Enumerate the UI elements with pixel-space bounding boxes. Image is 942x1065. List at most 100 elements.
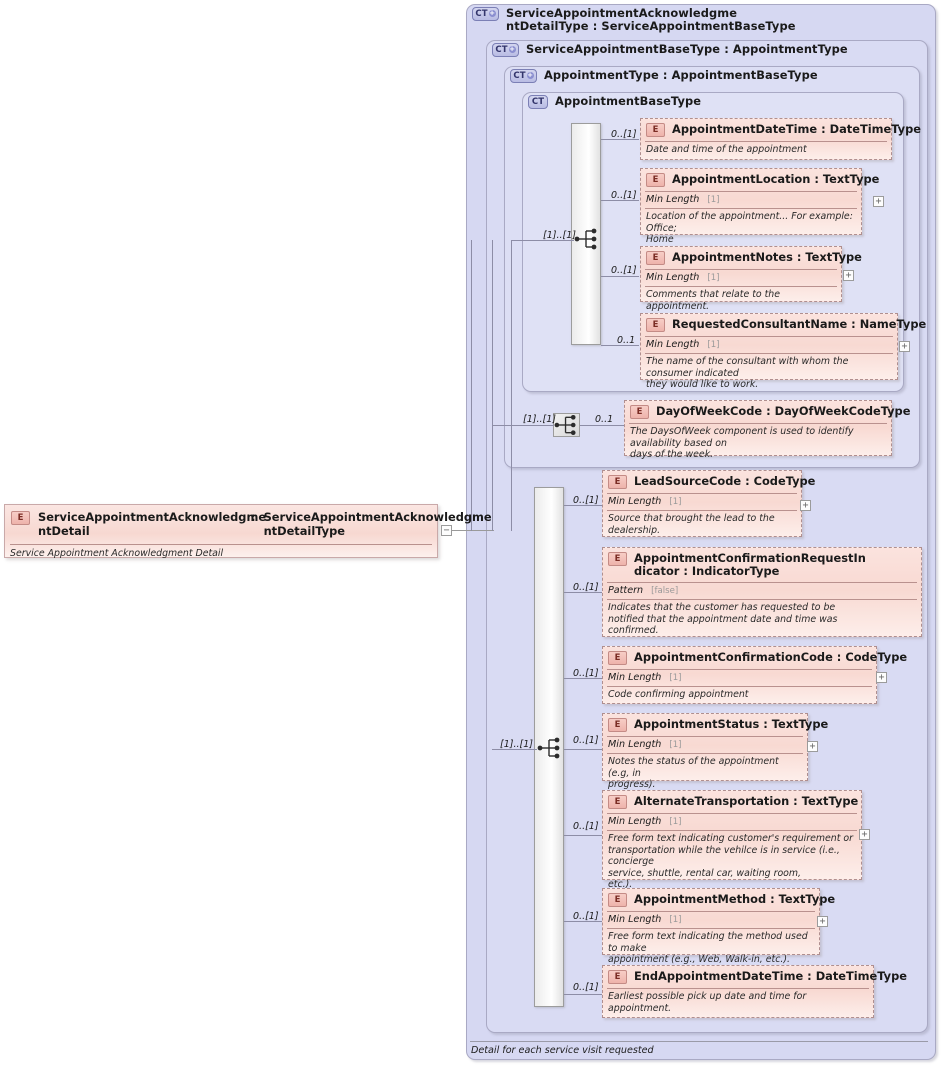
sequence-bar-appointment-base (571, 123, 601, 345)
element-description: Indicates that the customer has requeste… (608, 602, 838, 636)
branch-line (564, 749, 602, 750)
complex-type-icon[interactable]: CT (528, 95, 548, 109)
divider (607, 582, 917, 583)
divider (645, 208, 857, 209)
element-name-type: AppointmentConfirmationRequestIn dicator… (634, 551, 866, 578)
facet-label: Min Length (646, 272, 700, 283)
facet-value: [1] (669, 817, 682, 827)
root-element-description: Service Appointment Acknowledgment Detai… (10, 548, 224, 559)
expand-toggle-appointment-confirmation-code[interactable]: + (876, 672, 887, 683)
element-name-type: AppointmentLocation : TextType (672, 172, 880, 186)
complex-type-expand-icon[interactable]: CT+ (492, 43, 519, 57)
element-box-appointment-status[interactable]: E AppointmentStatus : TextType Min Lengt… (602, 713, 828, 790)
element-title: E AppointmentStatus : TextType (603, 714, 828, 736)
facet-value: [1] (669, 915, 682, 925)
group-header-appointment-type: CT+ AppointmentType : AppointmentBaseTyp… (510, 69, 818, 83)
group-label: ServiceAppointmentAcknowledgme ntDetailT… (506, 6, 796, 33)
divider (607, 911, 815, 912)
element-facet: Min Length [1] (603, 814, 861, 830)
cardinality-appointment-status: 0..[1] (573, 735, 599, 746)
element-box-appointment-location[interactable]: E AppointmentLocation : TextType Min Len… (640, 168, 879, 245)
element-facet: Min Length [1] (603, 737, 807, 753)
group-header-appointment-base-type: CT AppointmentBaseType (528, 95, 701, 109)
element-description: Earliest possible pick up date and time … (608, 991, 807, 1014)
element-name-type: AppointmentStatus : TextType (634, 717, 829, 731)
plus-icon: + (488, 9, 496, 17)
element-icon: E (608, 970, 627, 984)
facet-value: [1] (669, 497, 682, 507)
element-icon: E (11, 511, 30, 525)
cardinality-appointment-method: 0..[1] (573, 911, 599, 922)
divider (607, 928, 815, 929)
divider (607, 753, 803, 754)
element-box-appointment-confirmation-code[interactable]: E AppointmentConfirmationCode : CodeType… (602, 646, 907, 704)
cardinality-appointment-confirmation-request-indicator: 0..[1] (573, 582, 599, 593)
element-title: E EndAppointmentDateTime : DateTimeType (603, 966, 907, 988)
divider (607, 599, 917, 600)
branch-line (564, 678, 602, 679)
expand-toggle-appointment-notes[interactable]: + (843, 270, 854, 281)
facet-value: [1] (707, 195, 720, 205)
divider (645, 269, 837, 270)
facet-label: Min Length (608, 739, 662, 750)
complex-type-expand-icon[interactable]: CT+ (510, 69, 537, 83)
element-box-alternate-transportation[interactable]: E AlternateTransportation : TextType Min… (602, 790, 862, 890)
expand-toggle-appointment-method[interactable]: + (817, 916, 828, 927)
element-title: E AppointmentLocation : TextType (641, 169, 879, 191)
element-icon: E (608, 718, 627, 732)
divider (645, 336, 893, 337)
element-description: Free form text indicating the method use… (608, 931, 808, 965)
facet-value: [1] (669, 673, 682, 683)
plus-icon: + (508, 45, 516, 53)
element-box-end-appointment-date-time[interactable]: E EndAppointmentDateTime : DateTimeType … (602, 965, 907, 1018)
element-facet: Min Length [1] (603, 494, 801, 510)
element-description: The DaysOfWeek component is used to iden… (630, 426, 854, 460)
complex-type-expand-icon[interactable]: CT+ (472, 7, 499, 21)
root-element-box[interactable]: E ServiceAppointmentAcknowledgme ntDetai… (4, 504, 492, 559)
element-box-requested-consultant-name[interactable]: E RequestedConsultantName : NameType Min… (640, 313, 926, 390)
cardinality-end-appointment-date-time: 0..[1] (573, 982, 599, 993)
element-box-lead-source-code[interactable]: E LeadSourceCode : CodeType Min Length [… (602, 470, 815, 537)
expand-toggle-alternate-transportation[interactable]: + (859, 829, 870, 840)
connector-vertical-lvl2 (492, 240, 493, 531)
facet-label: Min Length (608, 672, 662, 683)
collapse-toggle-root[interactable]: − (441, 525, 452, 536)
element-box-appointment-method[interactable]: E AppointmentMethod : TextType Min Lengt… (602, 888, 835, 965)
cardinality-lead-source-code: 0..[1] (573, 495, 599, 506)
connector-seq3-in (492, 749, 537, 750)
element-icon: E (608, 893, 627, 907)
element-title: E LeadSourceCode : CodeType (603, 471, 815, 493)
group-label: AppointmentType : AppointmentBaseType (544, 68, 818, 82)
element-facet: Pattern [false] (603, 583, 921, 599)
element-box-appointment-notes[interactable]: E AppointmentNotes : TextType Min Length… (640, 246, 862, 312)
element-box-appointment-confirmation-request-indicator[interactable]: E AppointmentConfirmationRequestIn dicat… (602, 547, 922, 637)
divider (607, 736, 803, 737)
cardinality-sequence-2: [1]..[1] (523, 414, 556, 425)
element-facet: Min Length [1] (641, 192, 861, 208)
expand-toggle-requested-consultant-name[interactable]: + (899, 341, 910, 352)
element-icon: E (608, 552, 627, 566)
sequence-icon-3[interactable] (537, 737, 563, 759)
branch-line (601, 276, 639, 277)
element-facet: Min Length [1] (641, 337, 897, 353)
root-separator: : (251, 510, 256, 524)
element-box-appointment-date-time[interactable]: E AppointmentDateTime : DateTimeType Dat… (640, 118, 921, 160)
root-element-name: ServiceAppointmentAcknowledgme ntDetail (38, 510, 267, 538)
expand-toggle-appointment-status[interactable]: + (807, 741, 818, 752)
cardinality-day-of-week-code: 0..1 (595, 414, 614, 425)
divider (629, 423, 887, 424)
divider (607, 510, 797, 511)
facet-label: Min Length (608, 914, 662, 925)
element-name-type: AppointmentMethod : TextType (634, 892, 836, 906)
expand-toggle-appointment-location[interactable]: + (873, 196, 884, 207)
sequence-icon-1[interactable] (574, 228, 600, 250)
sequence-icon-2[interactable] (553, 413, 580, 437)
divider (607, 988, 869, 989)
facet-label: Min Length (646, 339, 700, 350)
element-description: Free form text indicating customer's req… (608, 833, 853, 890)
expand-toggle-lead-source-code[interactable]: + (800, 500, 811, 511)
element-box-day-of-week-code[interactable]: E DayOfWeekCode : DayOfWeekCodeType The … (624, 400, 910, 460)
divider (607, 813, 857, 814)
element-description: Code confirming appointment (608, 689, 749, 700)
